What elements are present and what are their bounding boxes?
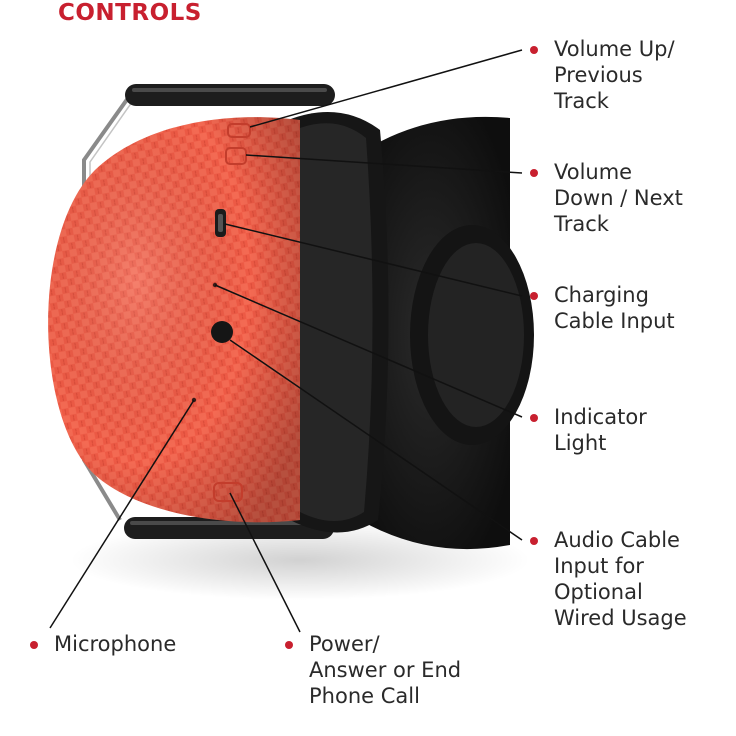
callout-indicator-light: Indicator Light bbox=[530, 404, 647, 456]
callout-label: Audio Cable Input for Optional Wired Usa… bbox=[554, 528, 687, 630]
leader-lines bbox=[49, 49, 523, 633]
leader-line-charging bbox=[224, 223, 523, 297]
callout-bullet bbox=[530, 537, 538, 545]
bottom-rod-highlight bbox=[130, 521, 325, 525]
ear-cushion-mesh bbox=[428, 243, 524, 427]
callout-label: Volume Down / Next Track bbox=[554, 160, 683, 236]
volume-up-button bbox=[227, 123, 251, 138]
power-button bbox=[213, 482, 243, 502]
page-title: CONTROLS bbox=[58, 0, 202, 26]
callout-audio-cable-input: Audio Cable Input for Optional Wired Usa… bbox=[530, 527, 687, 631]
leader-line-volume-up bbox=[249, 49, 523, 128]
callout-volume-down: Volume Down / Next Track bbox=[530, 159, 683, 237]
charging-port-inner bbox=[218, 214, 223, 232]
callout-bullet bbox=[30, 641, 38, 649]
callout-volume-up: Volume Up/ Previous Track bbox=[530, 36, 675, 114]
callout-label: Indicator Light bbox=[554, 405, 647, 455]
leader-line-indicator bbox=[214, 284, 523, 418]
volume-down-button bbox=[225, 147, 247, 165]
earcup-shell-shading bbox=[48, 117, 301, 523]
top-rod bbox=[125, 84, 335, 106]
callout-bullet bbox=[530, 414, 538, 422]
callout-label: Power/ Answer or End Phone Call bbox=[309, 632, 462, 708]
callout-bullet bbox=[285, 641, 293, 649]
top-rod-highlight bbox=[132, 88, 327, 92]
leader-line-microphone bbox=[49, 399, 195, 629]
leader-line-volume-down bbox=[245, 154, 523, 174]
earcup-rim-edge bbox=[300, 123, 373, 522]
callout-label: Volume Up/ Previous Track bbox=[554, 37, 675, 113]
callout-label: Microphone bbox=[54, 632, 177, 656]
callout-bullet bbox=[530, 46, 538, 54]
leader-line-power bbox=[229, 492, 301, 633]
callout-microphone: Microphone bbox=[30, 631, 176, 657]
audio-jack bbox=[211, 321, 233, 343]
callout-power: Power/ Answer or End Phone Call bbox=[285, 631, 461, 709]
callout-bullet bbox=[530, 169, 538, 177]
leader-line-audio bbox=[229, 339, 523, 541]
callout-label: Charging Cable Input bbox=[554, 283, 675, 333]
callout-bullet bbox=[530, 292, 538, 300]
callout-charging-cable-input: Charging Cable Input bbox=[530, 282, 675, 334]
